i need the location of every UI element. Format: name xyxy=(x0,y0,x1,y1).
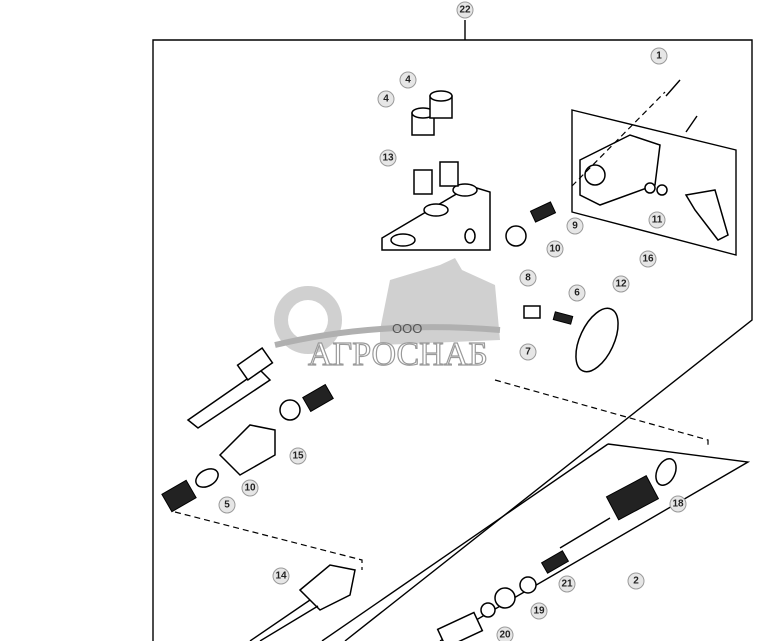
callout-2: 2 xyxy=(627,572,645,590)
svg-text:14: 14 xyxy=(275,571,287,582)
svg-text:15: 15 xyxy=(292,451,304,462)
svg-text:12: 12 xyxy=(615,279,627,290)
callout-6: 6 xyxy=(568,284,586,302)
svg-text:20: 20 xyxy=(499,630,511,641)
callout-19: 19 xyxy=(530,602,548,620)
callout-18: 18 xyxy=(669,495,687,513)
svg-text:10: 10 xyxy=(244,483,256,494)
callout-8: 8 xyxy=(519,269,537,287)
callout-22: 22 xyxy=(456,1,474,19)
spool-assembly xyxy=(186,346,334,429)
svg-text:6: 6 xyxy=(574,288,580,299)
callout-13: 13 xyxy=(379,149,397,167)
assembly-frame xyxy=(152,20,753,641)
callout-7: 7 xyxy=(519,343,537,361)
callout-5: 5 xyxy=(218,496,236,514)
svg-text:10: 10 xyxy=(549,244,561,255)
svg-text:7: 7 xyxy=(525,347,531,358)
watermark-brand: АГРОСНАБ xyxy=(308,336,488,373)
svg-text:9: 9 xyxy=(572,221,578,232)
callout-11: 11 xyxy=(648,211,666,229)
svg-text:18: 18 xyxy=(672,499,684,510)
callout-9: 9 xyxy=(566,217,584,235)
svg-text:4: 4 xyxy=(405,75,411,86)
callout-12: 12 xyxy=(612,275,630,293)
watermark-logo: ООО АГРОСНАБ xyxy=(274,258,501,374)
callout-10a: 10 xyxy=(546,240,564,258)
callout-21: 21 xyxy=(558,575,576,593)
svg-text:16: 16 xyxy=(642,254,654,265)
svg-text:11: 11 xyxy=(652,215,663,226)
callout-1: 1 xyxy=(650,47,668,65)
o-ring-12 xyxy=(523,305,619,373)
callout-14: 14 xyxy=(272,567,290,585)
svg-text:1: 1 xyxy=(656,51,662,62)
callout-20: 20 xyxy=(496,626,514,641)
springs-13 xyxy=(413,161,459,195)
watermark-prefix: ООО xyxy=(392,321,422,336)
housing-14 xyxy=(249,564,356,641)
svg-text:8: 8 xyxy=(525,273,531,284)
callout-4a: 4 xyxy=(399,71,417,89)
svg-text:2: 2 xyxy=(633,576,639,587)
svg-text:13: 13 xyxy=(382,153,394,164)
plugs-4 xyxy=(411,90,453,136)
svg-text:19: 19 xyxy=(533,606,545,617)
callouts: 22 1 4 4 13 11 9 10 16 8 6 12 7 15 10 5 … xyxy=(218,1,687,641)
svg-text:5: 5 xyxy=(224,500,230,511)
valve-body xyxy=(381,183,491,251)
svg-text:22: 22 xyxy=(459,5,471,16)
cover-16 xyxy=(571,79,729,241)
svg-text:21: 21 xyxy=(561,579,573,590)
valve-2-parts xyxy=(436,458,677,641)
housing-15 xyxy=(161,424,276,513)
callout-15: 15 xyxy=(289,447,307,465)
callout-4b: 4 xyxy=(377,90,395,108)
callout-16: 16 xyxy=(639,250,657,268)
svg-text:4: 4 xyxy=(383,94,389,105)
spring-9 xyxy=(505,201,557,247)
callout-10b: 10 xyxy=(241,479,259,497)
